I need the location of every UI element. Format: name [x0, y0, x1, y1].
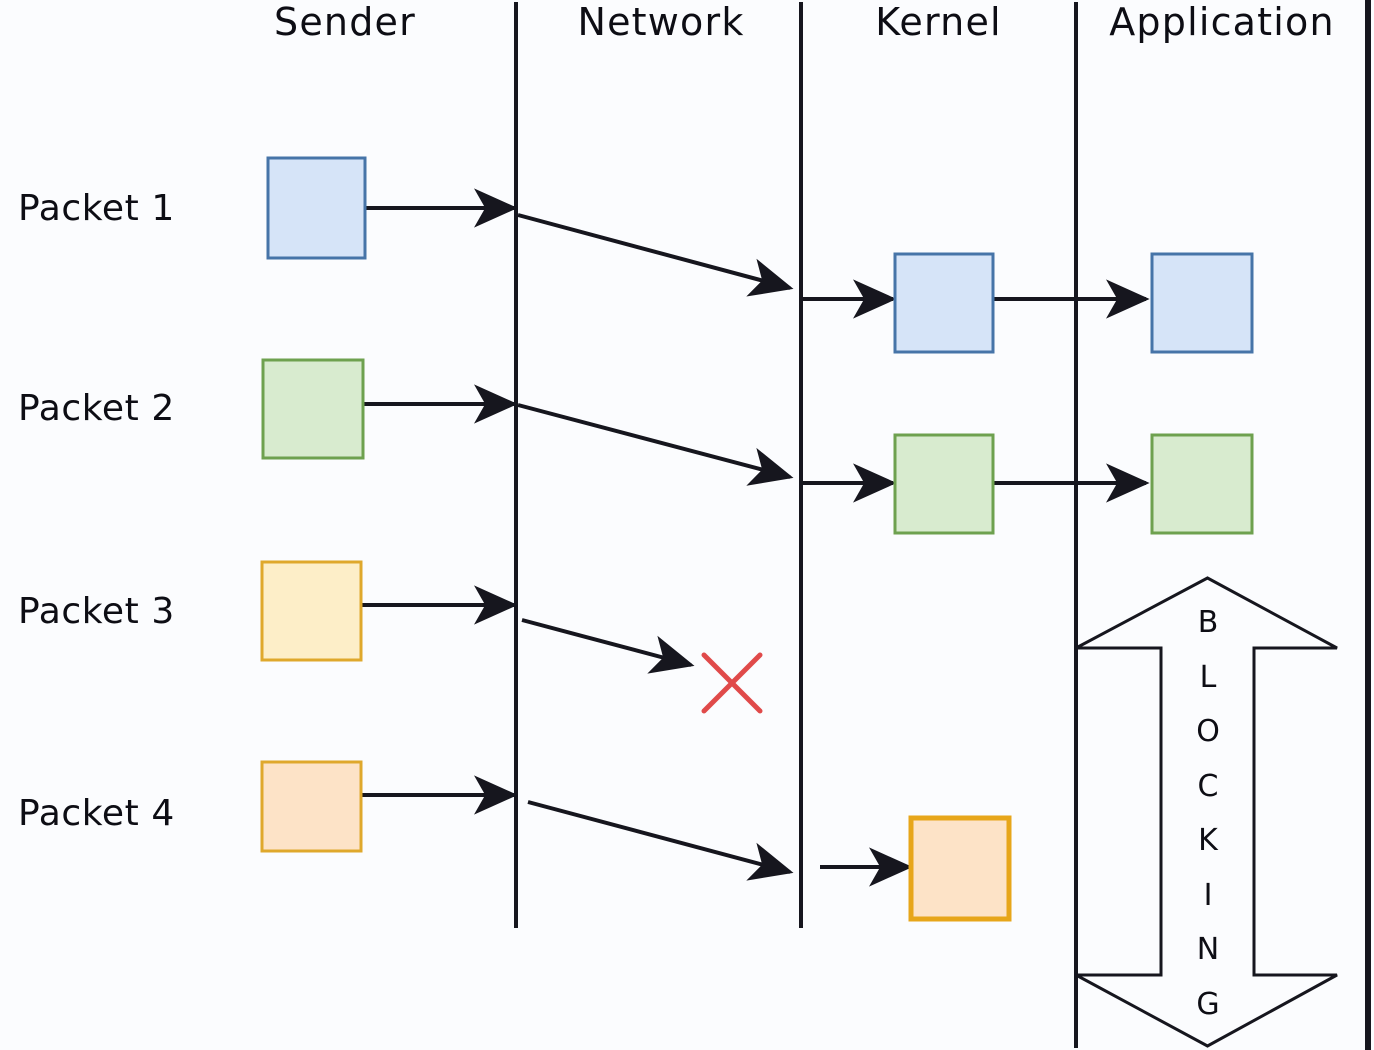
blocking-letter-3: O [1196, 714, 1220, 750]
sender-packet-2 [261, 358, 365, 460]
network-transit-packet-4 [527, 800, 794, 881]
network-transit-packet-2 [517, 403, 794, 486]
column-header-kernel: Kernel [875, 0, 1002, 44]
blocking-letter-8: G [1196, 986, 1220, 1022]
row-label-packet-3: Packet 3 [18, 591, 175, 632]
blocking-letter-7: N [1196, 932, 1220, 968]
application-packet-2 [1150, 433, 1254, 535]
sender-packet-4 [260, 760, 363, 853]
packet-loss-x-stroke-1 [701, 652, 763, 714]
row-label-packet-2: Packet 2 [18, 388, 175, 429]
column-header-application: Application [1109, 0, 1335, 44]
lane-dividers-group [514, 0, 1371, 1050]
network-transit-packet-1 [517, 213, 794, 297]
sender-packet-3 [260, 560, 363, 662]
diagonal-arrows-group [517, 213, 794, 881]
kernel-packet-4 [908, 815, 1012, 922]
blocking-letter-6: I [1203, 877, 1213, 913]
horizontal-arrows-group [362, 188, 1150, 887]
blocking-letter-2: L [1199, 659, 1217, 695]
application-packet-1 [1150, 252, 1254, 354]
network-transit-packet-3 [521, 618, 695, 674]
row-label-packet-4: Packet 4 [18, 793, 175, 834]
blocking-letter-5: K [1198, 823, 1218, 859]
blocking-letter-4: C [1197, 768, 1219, 804]
packet-boxes-group [260, 156, 1254, 922]
column-header-network: Network [577, 0, 745, 44]
packet-loss-x-stroke-2 [701, 652, 763, 714]
kernel-packet-1 [893, 252, 995, 354]
sender-packet-1 [266, 156, 367, 260]
kernel-packet-2 [893, 433, 995, 535]
row-label-packet-1: Packet 1 [18, 188, 175, 229]
packet-loss-x-icon [701, 652, 763, 714]
column-header-sender: Sender [274, 0, 416, 44]
blocking-letter-1: B [1197, 605, 1219, 640]
